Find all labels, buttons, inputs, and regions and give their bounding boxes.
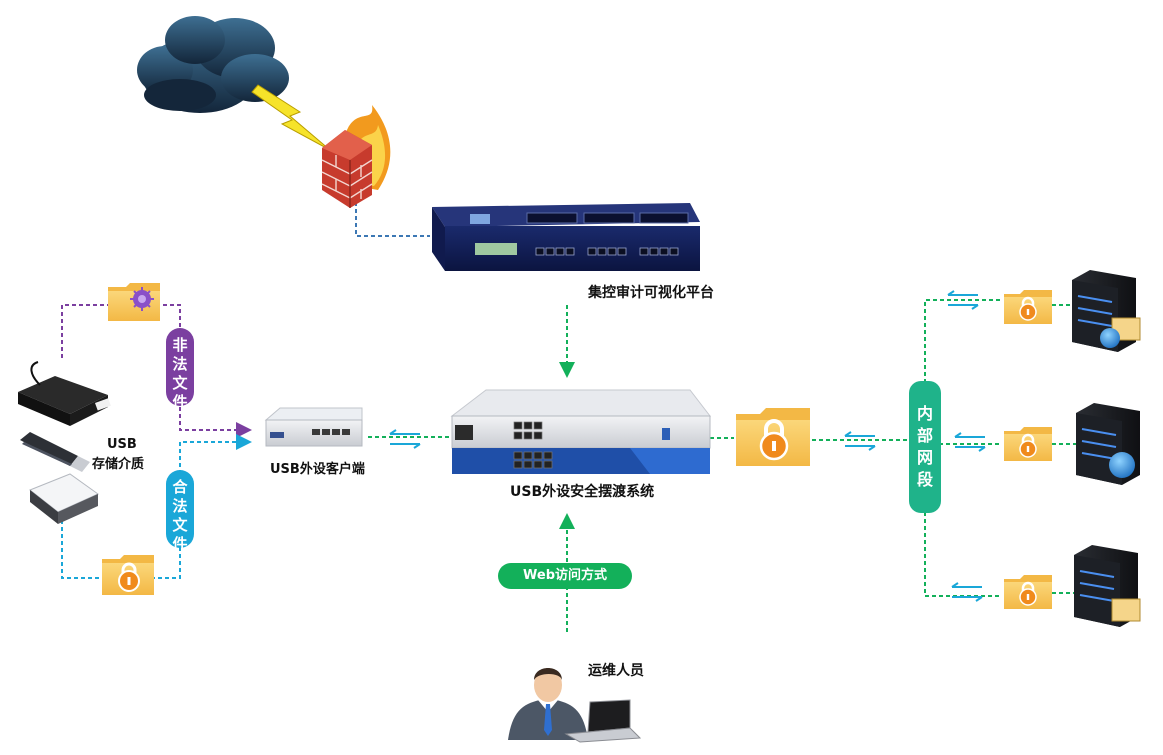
illegal-path-line (61, 304, 252, 438)
cloud-icon (137, 16, 289, 113)
virus-folder-icon (108, 283, 160, 321)
bidirectional-arrow-icon (954, 432, 986, 452)
ferry-appliance-icon (450, 389, 712, 474)
ferry-system-label: USB外设安全摆渡系统 (510, 484, 655, 500)
server-tower-icon (1074, 545, 1141, 627)
usb-client-label: USB外设客户端 (270, 462, 365, 477)
locked-folder-icon (736, 408, 810, 466)
rack-server-icon (432, 203, 700, 271)
locked-folder-icon (1004, 427, 1052, 461)
lightning-icon (251, 84, 331, 151)
legal-files-pill: 合 法 文 件 (166, 470, 194, 553)
locked-folder-icon (1004, 575, 1052, 609)
usb-client-icon (264, 407, 363, 447)
firewall-to-platform-line (355, 195, 430, 237)
globe-icon (1100, 328, 1120, 348)
globe-icon (1109, 452, 1135, 478)
legal-path-line (61, 434, 252, 579)
external-drive-icon (29, 473, 99, 524)
bidirectional-arrow-icon (389, 429, 421, 449)
server-tower-icon (1076, 403, 1140, 485)
server-tower-icon (1072, 270, 1141, 352)
locked-folder-icon (102, 555, 154, 595)
bidirectional-arrow-icon (947, 290, 979, 310)
control-platform-label: 集控审计可视化平台 (588, 285, 714, 301)
bidirectional-arrow-icon (844, 431, 876, 451)
usb-media-label-line2: 存储介质 (92, 457, 145, 472)
web-access-pill: Web访问方式 (498, 563, 632, 589)
internal-segment-pill: 内 部 网 段 (909, 381, 941, 513)
usb-stick-icon (20, 432, 90, 472)
laptop-icon (564, 699, 642, 743)
operator-label: 运维人员 (588, 663, 644, 679)
operator-person-icon (508, 668, 588, 740)
usb-reader-icon (18, 361, 111, 426)
locked-folder-icon (1004, 290, 1052, 324)
illegal-files-pill: 非 法 文 件 (166, 328, 194, 411)
firewall-icon (321, 105, 391, 208)
usb-media-label-line1: USB (107, 437, 137, 452)
bidirectional-arrow-icon (951, 582, 983, 602)
